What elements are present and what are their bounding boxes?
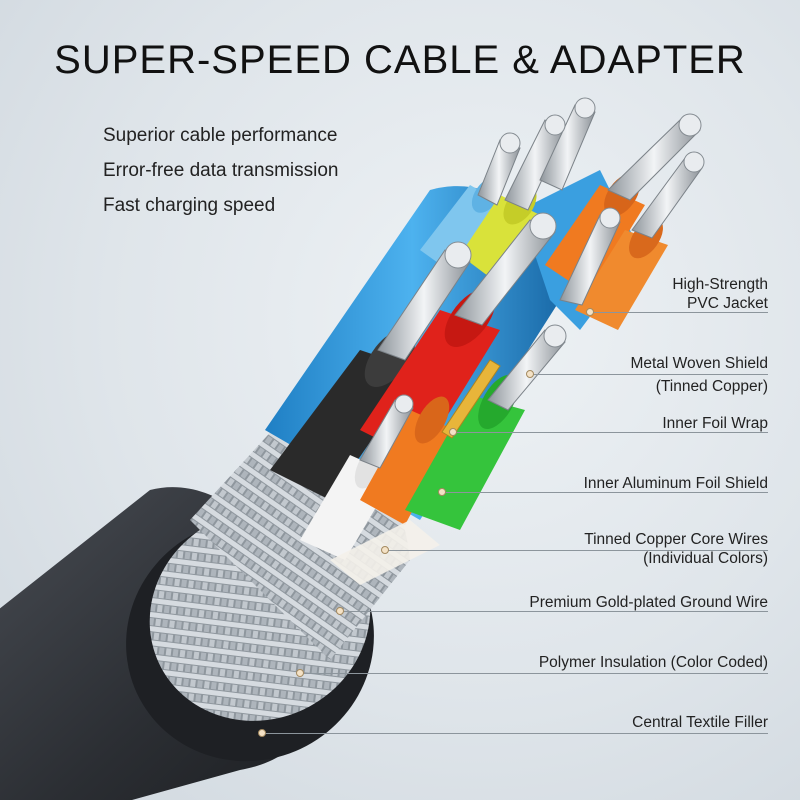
- callout-line: Inner Aluminum Foil Shield: [583, 475, 768, 492]
- feature-item: Error-free data transmission: [103, 160, 339, 181]
- callout-line: High-Strength: [672, 276, 768, 293]
- headline: SUPER-SPEED CABLE & ADAPTER: [54, 38, 746, 82]
- feature-item: Fast charging speed: [103, 195, 276, 216]
- callout-aluminum-foil-shield: Inner Aluminum Foil Shield: [584, 474, 768, 493]
- callout-core-wires: Tinned Copper Core Wires (Individual Col…: [584, 530, 768, 568]
- callout-metal-woven-shield: Metal Woven Shield (Tinned Copper): [630, 354, 768, 396]
- callout-line: (Tinned Copper): [655, 378, 768, 395]
- callout-polymer-insulation: Polymer Insulation (Color Coded): [539, 653, 768, 672]
- strand-tips: [394, 97, 705, 414]
- gold-ground-wire: [441, 359, 501, 439]
- copper-strand-bundles: [359, 104, 703, 469]
- callout-textile-filler: Central Textile Filler: [632, 713, 768, 732]
- callout-line: Inner Foil Wrap: [662, 415, 768, 432]
- callout-line: Metal Woven Shield: [630, 355, 768, 372]
- callout-line: (Individual Colors): [643, 550, 768, 567]
- feature-item: Superior cable performance: [103, 125, 338, 146]
- callout-ground-wire: Premium Gold-plated Ground Wire: [529, 593, 768, 612]
- callout-pvc-jacket: High-Strength PVC Jacket: [672, 275, 768, 313]
- callout-line: Tinned Copper Core Wires: [584, 531, 768, 548]
- callout-line: Polymer Insulation (Color Coded): [538, 654, 768, 671]
- callout-line: PVC Jacket: [687, 295, 768, 312]
- feature-list: Superior cable performance Error-free da…: [103, 124, 338, 229]
- callout-line: Premium Gold-plated Ground Wire: [529, 594, 768, 611]
- wire-orange-center: [360, 396, 455, 525]
- callout-line: Central Textile Filler: [632, 714, 768, 731]
- callout-inner-foil-wrap: Inner Foil Wrap: [662, 414, 768, 433]
